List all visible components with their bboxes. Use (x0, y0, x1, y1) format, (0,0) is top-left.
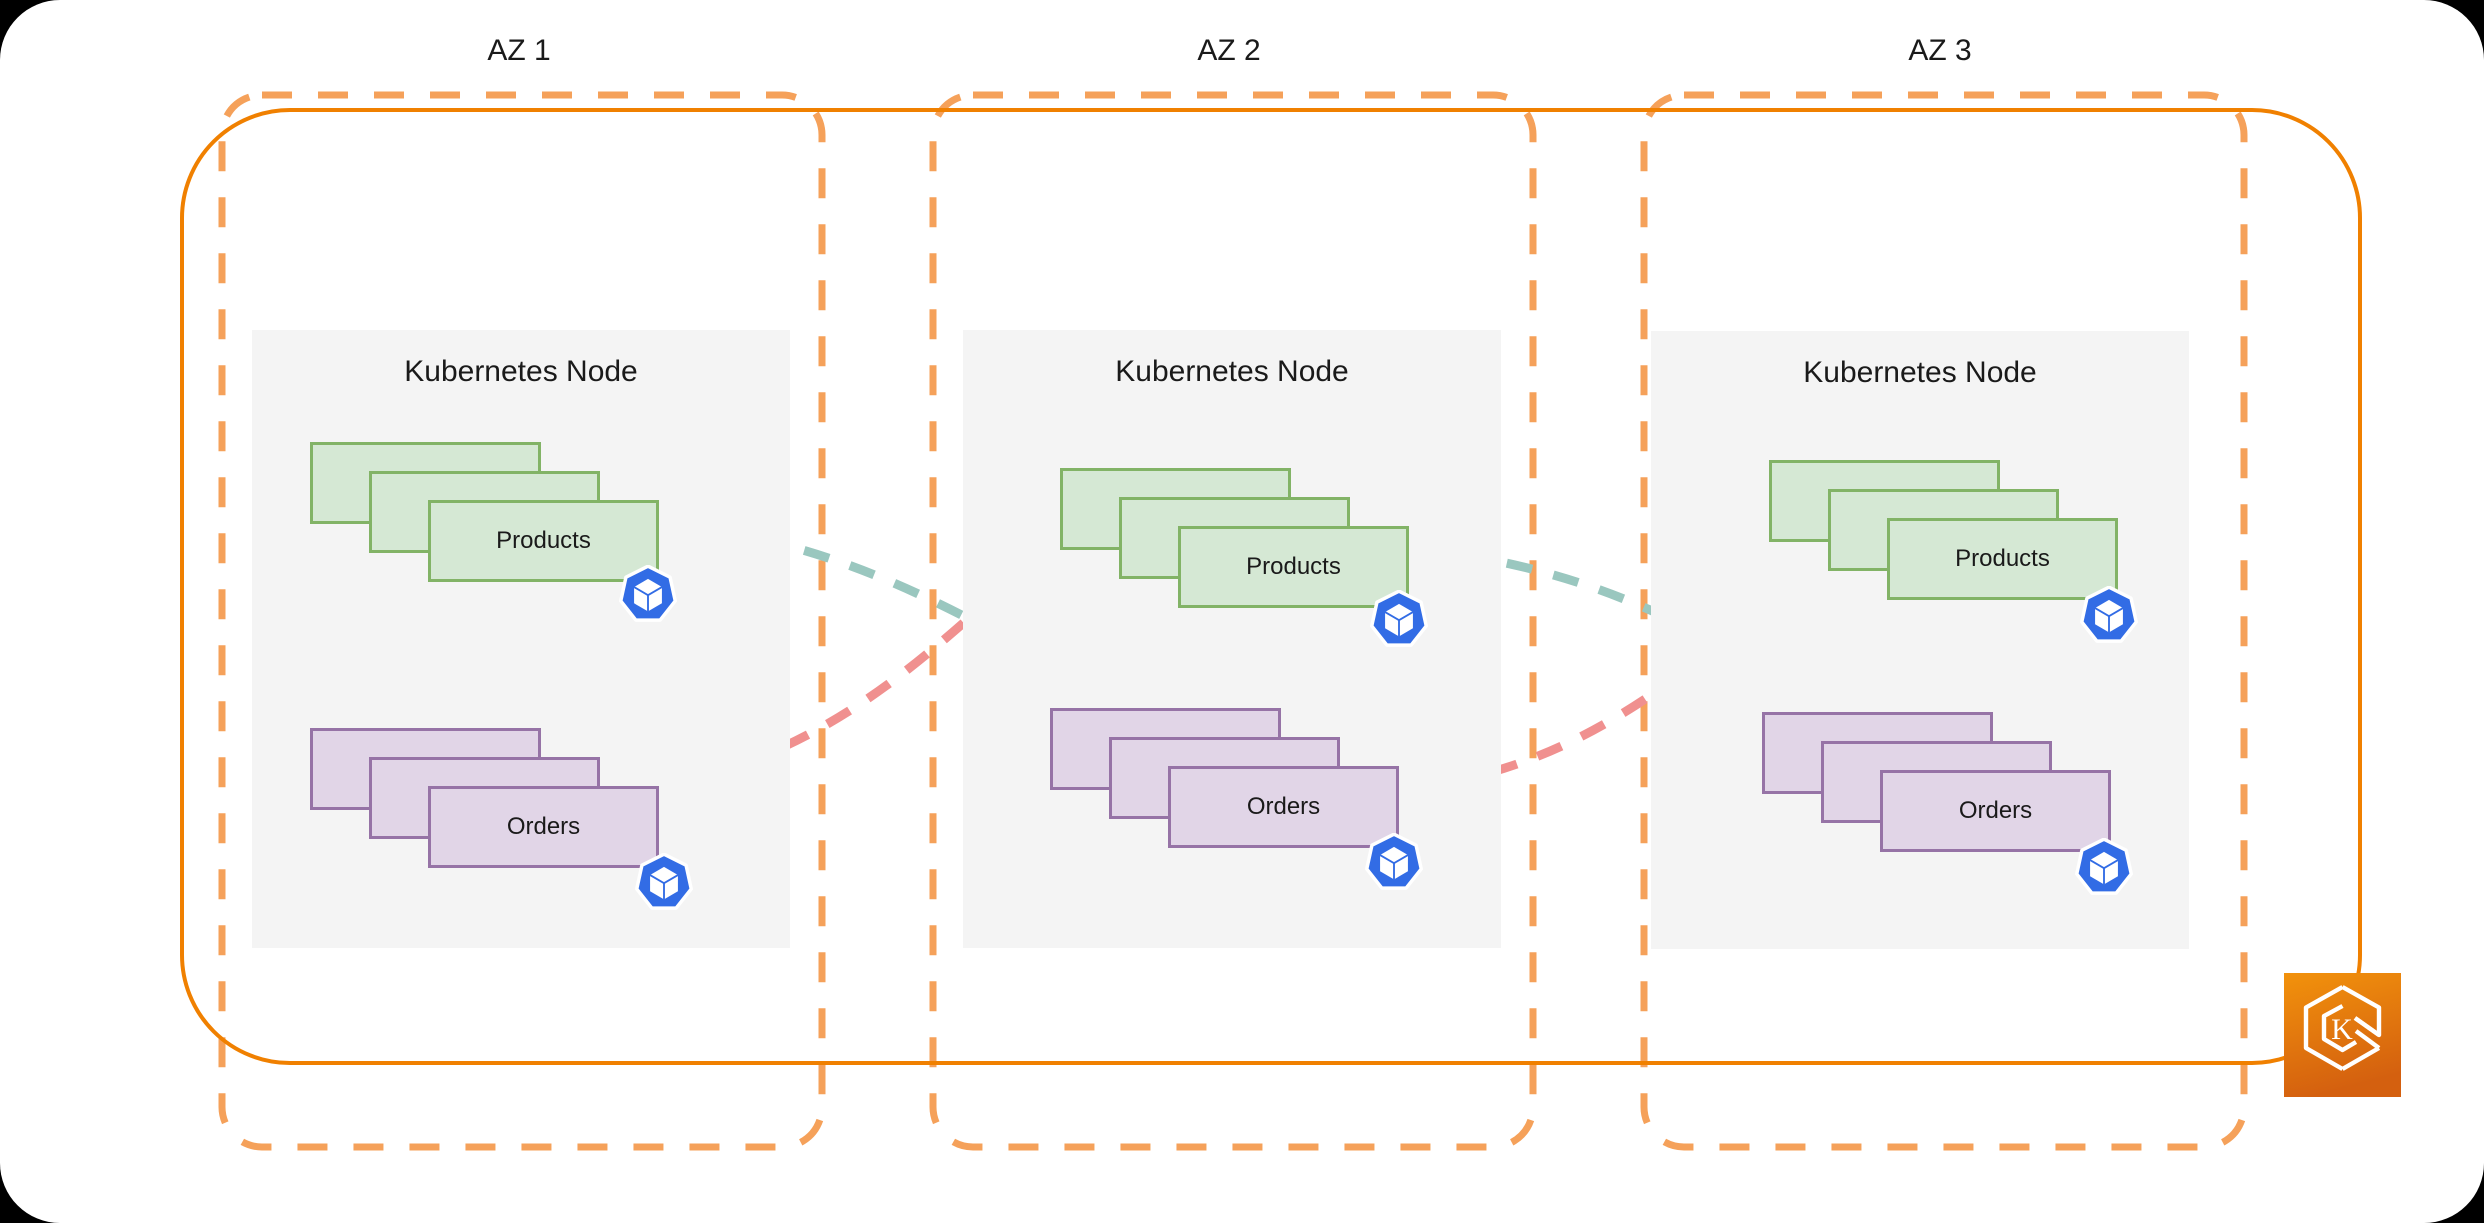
az-label-az2: AZ 2 (1197, 34, 1261, 67)
pod-label: Orders (506, 813, 581, 840)
pod-label: Products (496, 527, 591, 554)
kubernetes-icon (619, 565, 677, 622)
connection-orders-az2-to-products-az3 (1397, 550, 1852, 795)
vpc-boundary (180, 108, 2362, 1065)
kubernetes-node-title: Kubernetes Node (404, 355, 638, 388)
az-label-az1: AZ 1 (487, 34, 551, 67)
kubernetes-icon (2080, 586, 2138, 643)
az-boundary-az2 (929, 91, 1537, 1151)
kubernetes-node-title: Kubernetes Node (1803, 356, 2037, 389)
pod-replica[interactable]: Products (1178, 526, 1409, 608)
pod-label: Products (1955, 545, 2050, 572)
kubernetes-icon (2075, 838, 2133, 895)
pod-label: Orders (1958, 797, 2033, 824)
kubernetes-icon (1370, 590, 1428, 647)
az-boundary-az1 (218, 91, 826, 1151)
pod-replica[interactable]: Orders (1880, 770, 2111, 852)
az-boundary-az3 (1640, 91, 2248, 1151)
aws-eks-logo: K (2284, 973, 2401, 1097)
eks-logo-letter: K (2331, 1013, 2353, 1046)
pod-replica[interactable]: Products (428, 500, 659, 582)
kubernetes-icon (635, 853, 693, 910)
pod-label: Orders (1246, 793, 1321, 820)
pod-replica[interactable]: Orders (428, 786, 659, 868)
kubernetes-node-title: Kubernetes Node (1115, 355, 1349, 388)
az-label-az3: AZ 3 (1908, 34, 1972, 67)
pod-label: Products (1246, 553, 1341, 580)
pod-replica[interactable]: Products (1887, 518, 2118, 600)
kubernetes-icon (1365, 833, 1423, 890)
az-boundaries (218, 91, 2248, 1151)
pod-replica[interactable]: Orders (1168, 766, 1399, 848)
